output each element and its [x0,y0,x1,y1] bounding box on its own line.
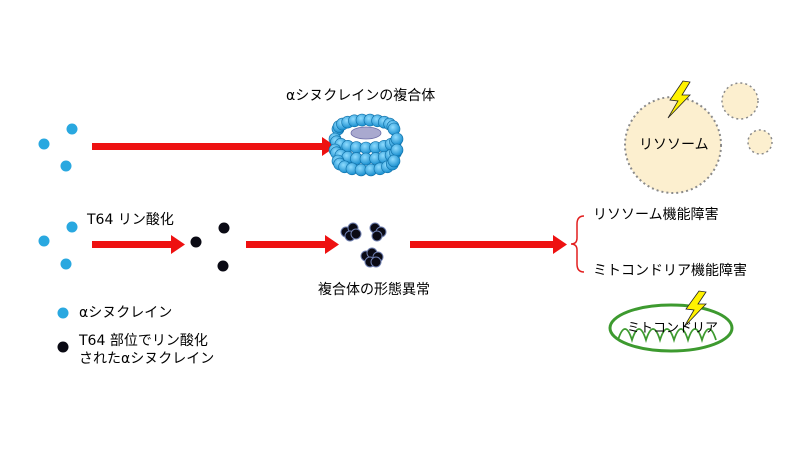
complex-subunit [390,143,404,157]
legend-normal-label: αシヌクレイン [79,305,173,321]
lightning-bolt-icon [667,80,691,119]
synuclein-dot [60,160,72,172]
legend-black-dot [57,341,69,353]
synuclein-complex-ring [328,113,404,177]
abnormal-complex-clusters [340,222,387,268]
complex-label: αシヌクレインの複合体 [286,88,436,104]
legend-phospho-label-line2: されたαシヌクレイン [79,351,215,367]
complex-hole [350,126,382,140]
arrow-to-dysfunction [410,235,567,254]
arrow-phosphorylation [92,235,185,254]
mitochondrion [608,303,734,353]
lysosome-dysfunction-label: リソソーム機能障害 [593,207,719,223]
arrow-to-abnormal [246,235,339,254]
phospho-dot [190,236,202,248]
phospho-dot [217,260,229,272]
complex-subunit [387,154,401,168]
synuclein-dot [38,138,50,150]
lysosome [624,82,773,194]
legend-blue-dot [57,307,69,319]
free-synuclein-group-row2 [38,221,78,270]
abnormal-complex-label: 複合体の形態異常 [318,282,430,298]
arrow-to-complex [92,137,336,156]
phosphorylation-label: T64 リン酸化 [87,212,174,228]
mitochondria-dysfunction-label: ミトコンドリア機能障害 [593,263,747,279]
lightning-bolt-icon [683,290,707,328]
legend-phospho-label-line1: T64 部位でリン酸化 [79,333,208,349]
synuclein-dot [38,235,50,247]
synuclein-dot [60,258,72,270]
phospho-dot [218,222,230,234]
synuclein-dot [66,123,78,135]
synuclein-dot [66,221,78,233]
free-synuclein-group-row1 [38,123,78,172]
dysfunction-bracket [570,215,585,273]
lysosome-label: リソソーム [639,137,709,153]
phospho-synuclein-group [190,222,230,272]
complex-subunit [390,132,404,146]
mitochondria-label: ミトコンドリア [627,321,719,336]
